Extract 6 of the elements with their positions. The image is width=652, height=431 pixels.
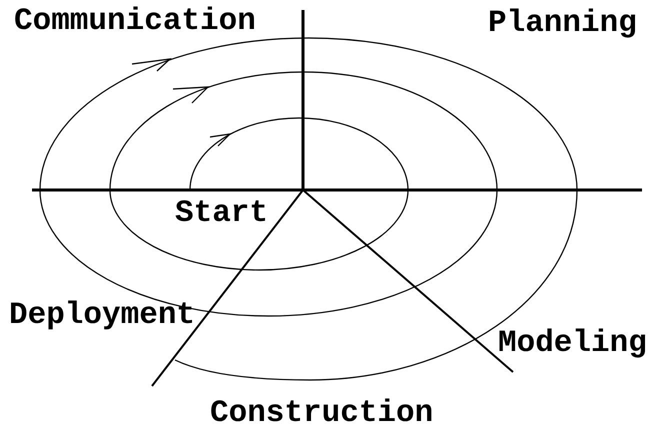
- phase-label: Modeling: [498, 328, 647, 359]
- phase-label: Planning: [488, 8, 637, 39]
- phase-label: Communication: [14, 6, 256, 37]
- phase-label: Deployment: [9, 300, 196, 331]
- phase-label: Start: [175, 198, 268, 229]
- phase-label: Construction: [210, 398, 434, 429]
